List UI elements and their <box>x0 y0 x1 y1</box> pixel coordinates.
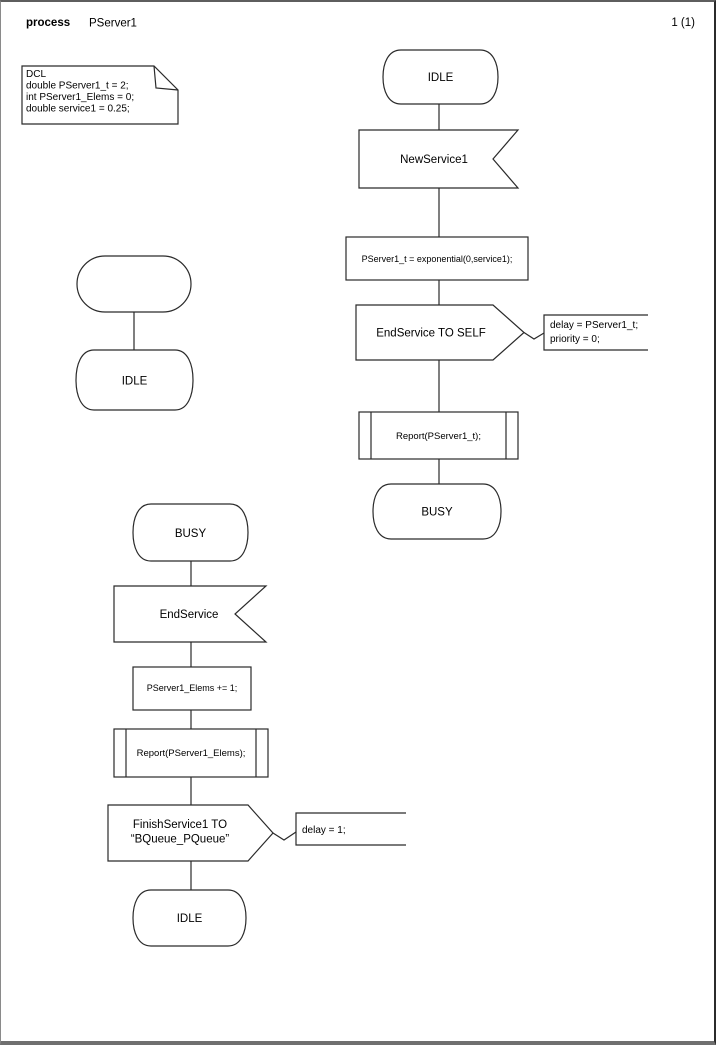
state-label: BUSY <box>175 528 207 540</box>
dcl-line: double PServer1_t = 2; <box>26 81 129 92</box>
dcl-line: int PServer1_Elems = 0; <box>26 92 134 103</box>
dcl-line: DCL <box>26 69 46 80</box>
page-number: 1 (1) <box>671 17 695 29</box>
state-label: IDLE <box>122 376 148 388</box>
state-idle-start[interactable]: IDLE <box>75 349 194 411</box>
output-finishservice1[interactable]: FinishService1 TO “BQueue_PQueue” <box>107 804 274 862</box>
task-label: PServer1_t = exponential(0,service1); <box>362 254 513 264</box>
comment-line: priority = 0; <box>550 334 600 345</box>
comment-connector-line <box>523 331 545 340</box>
state-label: IDLE <box>177 913 203 925</box>
comment-finishservice-delay[interactable]: delay = 1; <box>295 812 406 846</box>
diagram-kind-label: process <box>26 17 70 29</box>
procedure-label: Report(PServer1_t); <box>396 431 481 442</box>
task-increment-elems[interactable]: PServer1_Elems += 1; <box>132 666 252 711</box>
output-signal-label: FinishService1 TO <box>133 819 227 831</box>
state-idle-endflow[interactable]: IDLE <box>132 889 247 947</box>
dcl-line: double service1 = 0.25; <box>26 104 130 115</box>
output-endservice-to-self[interactable]: EndService TO SELF <box>355 304 525 361</box>
state-idle-main[interactable]: IDLE <box>382 49 499 105</box>
page-title: PServer1 <box>89 18 137 30</box>
dcl-declaration-note[interactable]: DCL double PServer1_t = 2; int PServer1_… <box>21 65 179 125</box>
state-busy-main[interactable]: BUSY <box>372 483 502 540</box>
task-set-service-time[interactable]: PServer1_t = exponential(0,service1); <box>345 236 529 281</box>
task-label: PServer1_Elems += 1; <box>147 683 238 693</box>
folded-corner-icon <box>153 65 179 91</box>
input-signal-label: NewService1 <box>400 154 468 166</box>
comment-endservice-params[interactable]: delay = PServer1_t; priority = 0; <box>543 314 648 351</box>
input-endservice[interactable]: EndService <box>113 585 268 643</box>
output-signal-label: EndService TO SELF <box>376 328 486 340</box>
state-busy-endflow[interactable]: BUSY <box>132 503 249 562</box>
procedure-label: Report(PServer1_Elems); <box>137 748 246 759</box>
procedure-report-elems[interactable]: Report(PServer1_Elems); <box>113 728 269 778</box>
state-label: BUSY <box>421 507 453 519</box>
comment-line: delay = PServer1_t; <box>550 320 638 331</box>
input-signal-label: EndService <box>160 609 219 621</box>
procedure-report-service-time[interactable]: Report(PServer1_t); <box>358 411 519 460</box>
output-signal-label: “BQueue_PQueue” <box>131 834 230 846</box>
state-label: IDLE <box>428 72 454 84</box>
input-newservice1[interactable]: NewService1 <box>358 129 520 189</box>
start-symbol[interactable] <box>76 255 192 313</box>
comment-line: delay = 1; <box>302 825 346 836</box>
comment-connector-line <box>272 831 297 841</box>
